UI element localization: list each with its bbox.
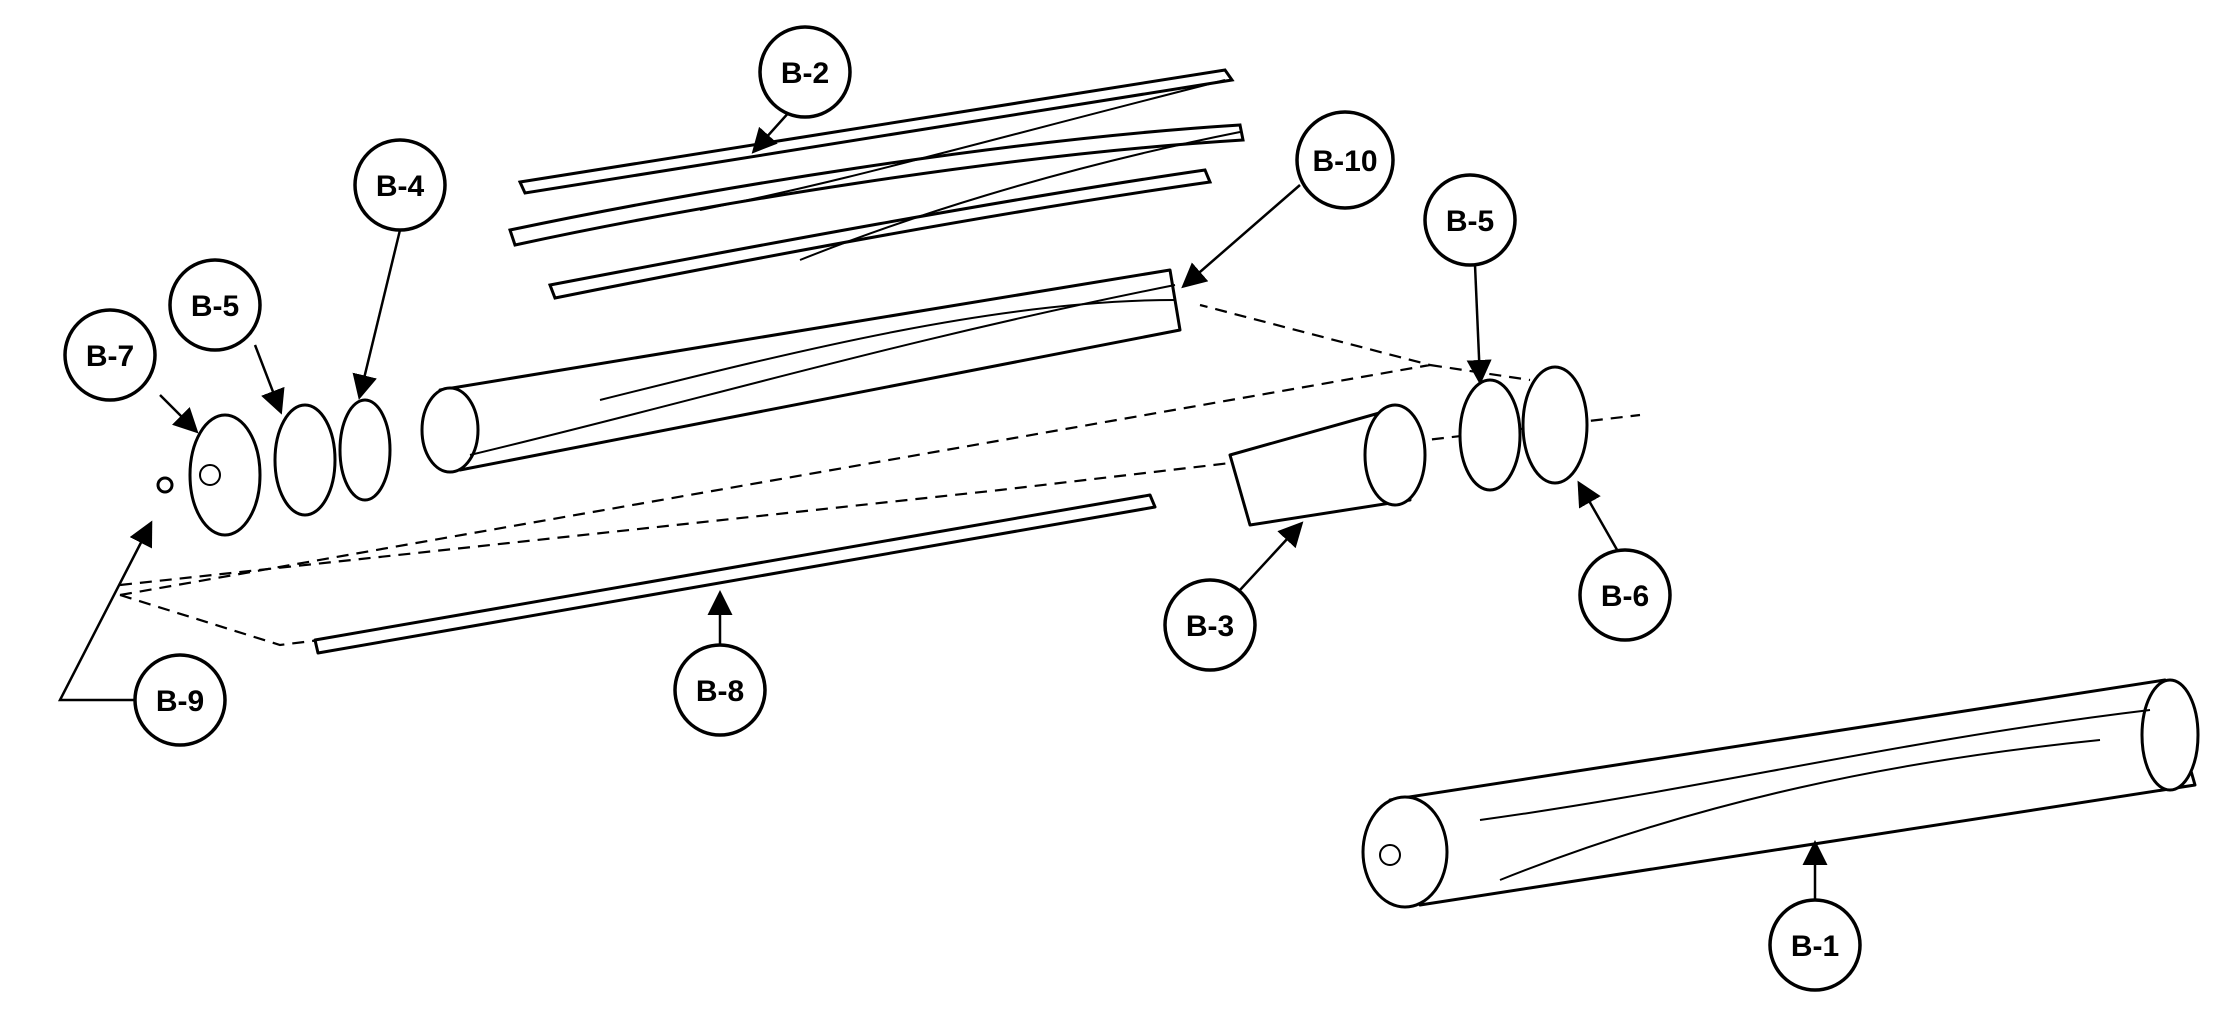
assembled-brush-roll — [1361, 678, 2200, 909]
callout-label: B-4 — [376, 170, 425, 203]
callout-label: B-5 — [1446, 205, 1494, 238]
washer-left — [273, 403, 337, 517]
brush-blades — [508, 68, 1245, 300]
callout-b1: B-1 — [1768, 898, 1862, 992]
callout-b5-left: B-5 — [168, 258, 262, 352]
right-bearing-hub — [1228, 403, 1427, 527]
shaft — [313, 493, 1157, 655]
callout-label: B-1 — [1791, 930, 1839, 963]
left-end-parts — [156, 398, 392, 537]
callout-label: B-8 — [696, 675, 744, 708]
callout-b8: B-8 — [673, 643, 767, 737]
callout-b4: B-4 — [353, 138, 447, 232]
callout-b6: B-6 — [1578, 548, 1672, 642]
callout-label: B-10 — [1312, 145, 1377, 178]
bearing-left — [338, 398, 392, 502]
callout-b5-right: B-5 — [1423, 173, 1517, 267]
callout-label: B-3 — [1186, 610, 1234, 643]
callout-label: B-7 — [86, 340, 134, 373]
callout-b2: B-2 — [758, 25, 852, 119]
callout-label: B-5 — [191, 290, 239, 323]
end-cap-right — [1521, 365, 1589, 485]
callout-b10: B-10 — [1295, 110, 1395, 210]
brush-roll-body — [420, 268, 1182, 474]
callout-label: B-6 — [1601, 580, 1649, 613]
callout-b7: B-7 — [63, 308, 157, 402]
clip — [156, 476, 174, 494]
callout-b3: B-3 — [1163, 578, 1257, 672]
leader-lines — [57, 99, 1828, 905]
washer-right — [1458, 378, 1522, 492]
callout-label: B-9 — [156, 685, 204, 718]
callout-label: B-2 — [781, 57, 829, 90]
callout-b9: B-9 — [133, 653, 227, 747]
right-end-parts — [1458, 365, 1589, 492]
end-cap-left — [188, 413, 262, 537]
